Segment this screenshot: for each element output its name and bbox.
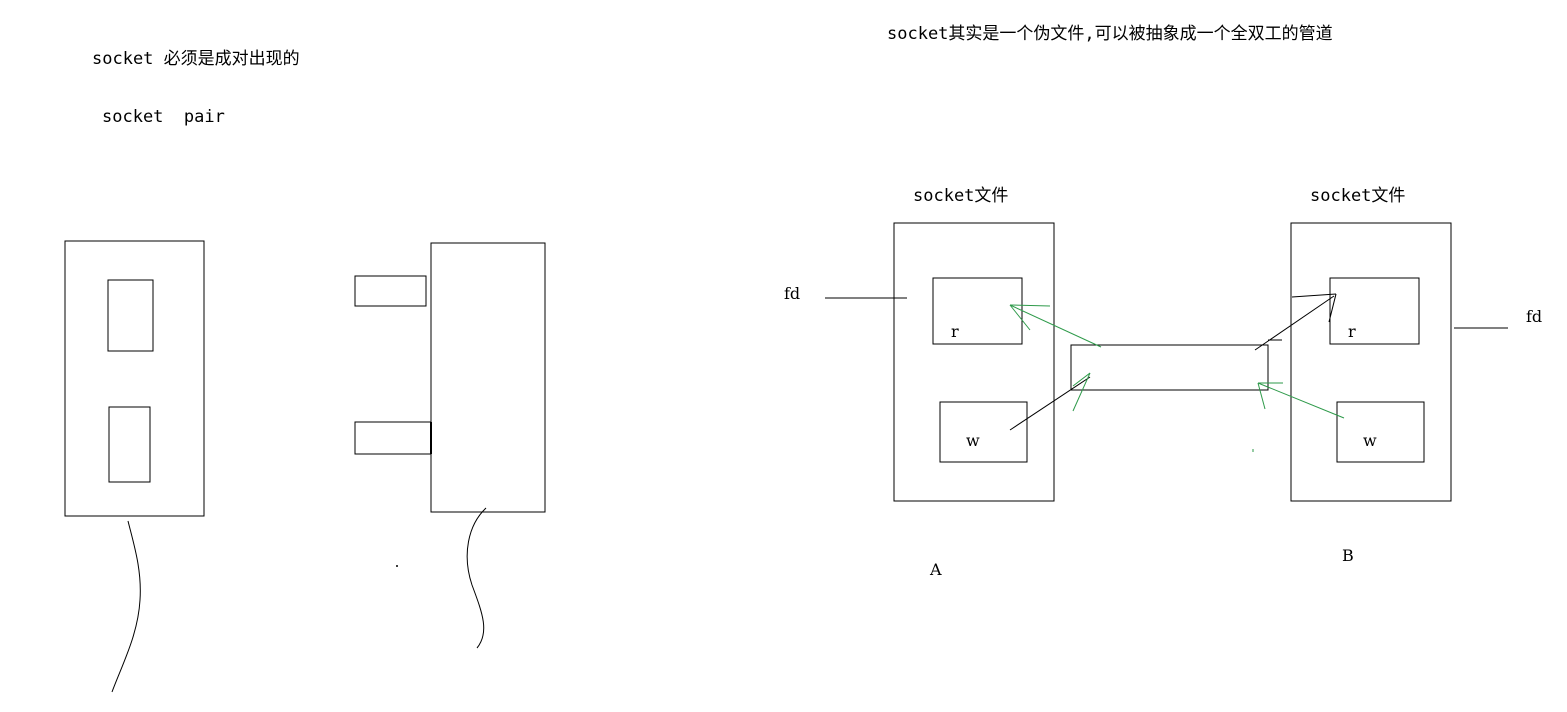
socket-b-read-buffer <box>1329 277 1420 345</box>
socket-b-write-buffer <box>1336 401 1425 463</box>
duplex-pipe-diagram <box>825 222 1508 502</box>
pipe-to-b-read-stroke <box>1254 295 1335 351</box>
socket-b-write-label: w <box>1363 431 1377 450</box>
plug-body <box>430 242 546 513</box>
socket-b-name: B <box>1342 546 1354 565</box>
socket-a-caption: socket文件 <box>913 186 1009 206</box>
socket-a-read-label: r <box>951 322 959 341</box>
green-flow-arrows <box>1009 304 1345 452</box>
socket-pair-note-line-2: socket pair <box>102 107 225 127</box>
plug-socket-sketch <box>64 240 546 693</box>
pipe-to-a-read-arrowhead-1 <box>1009 304 1051 307</box>
pipe-to-a-read-arrow <box>1009 304 1102 348</box>
socket-b-read-label: r <box>1348 322 1356 341</box>
pipe-to-b-read-head-top <box>1291 293 1337 298</box>
socket-b-box <box>1290 222 1452 502</box>
b-write-to-pipe-arrowhead-2 <box>1257 382 1266 410</box>
plug-cable <box>466 507 487 649</box>
socket-a-fd-label: fd <box>784 284 801 303</box>
a-write-arrowhead-2 <box>1072 372 1091 412</box>
stray-dot <box>396 565 398 567</box>
socket-pair-note-line-1: socket 必须是成对出现的 <box>92 49 300 69</box>
a-write-to-pipe-stroke <box>1009 376 1091 431</box>
plug-prong-bottom <box>354 421 432 455</box>
wall-socket-hole-bottom <box>108 406 151 483</box>
socket-a-read-buffer <box>932 277 1023 345</box>
pipe-to-a-read-arrowhead-2 <box>1009 304 1031 331</box>
wall-socket-cable <box>111 520 141 693</box>
wall-socket-hole-top <box>107 279 154 352</box>
socket-a-write-label: w <box>966 431 980 450</box>
wall-socket-body <box>64 240 205 517</box>
socket-b-caption: socket文件 <box>1310 186 1406 206</box>
kernel-pipe-box <box>1070 344 1269 391</box>
socket-b-fd-label: fd <box>1526 307 1543 326</box>
a-write-arrowhead-1 <box>1072 372 1091 387</box>
diagram-title: socket其实是一个伪文件,可以被抽象成一个全双工的管道 <box>887 24 1333 44</box>
socket-a-write-buffer <box>939 401 1028 463</box>
plug-prong-top <box>354 275 427 307</box>
socket-a-name: A <box>930 560 942 579</box>
socket-a-box <box>893 222 1055 502</box>
pipe-to-b-read-head-side <box>1328 293 1337 323</box>
b-write-to-pipe-arrow <box>1257 382 1345 419</box>
